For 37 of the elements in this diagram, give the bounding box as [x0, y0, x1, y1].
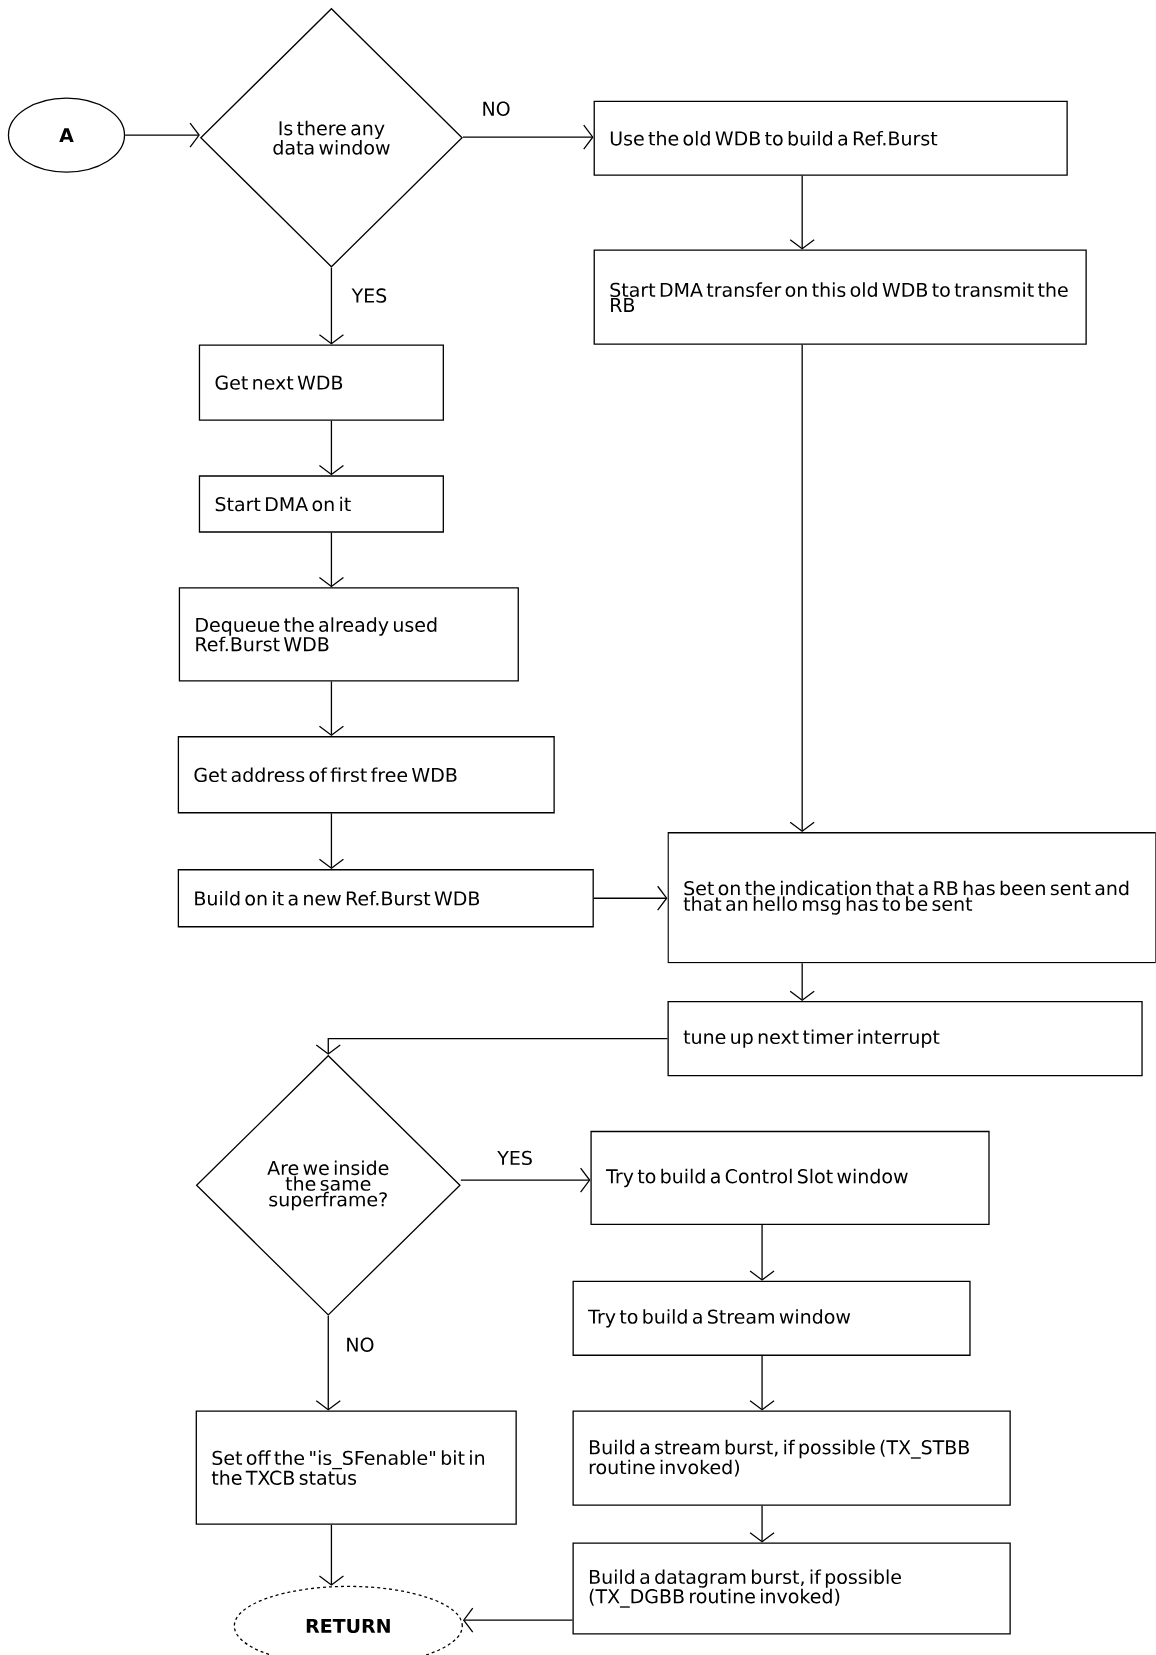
arrow	[789, 962, 815, 1002]
arrow	[463, 1607, 574, 1633]
process-box: Use the old WDB to build a Ref.Burst	[593, 100, 1068, 176]
process-box: Start DMA on it	[198, 475, 445, 533]
process-box: Get next WDB	[198, 344, 445, 421]
process-box: Try to build a Control Slot window	[590, 1130, 990, 1226]
edge-label: YES	[350, 287, 389, 304]
process-box: Get address of first free WDB	[177, 736, 555, 814]
arrow	[318, 267, 345, 345]
process-box: Build a stream burst, if possible (TX_STBB routine invoked)	[572, 1410, 1011, 1506]
arrow	[789, 175, 815, 250]
arrow	[749, 1355, 775, 1411]
arrow	[789, 344, 815, 833]
arrow	[315, 1037, 669, 1055]
process-box: Start DMA transfer on this old WDB to transmit the RB	[593, 249, 1087, 345]
process-box: Try to build a Stream window	[572, 1280, 971, 1356]
arrow	[315, 1315, 342, 1411]
arrow	[318, 1524, 345, 1586]
arrow	[124, 122, 201, 148]
process-box: Dequeue the already used Ref.Burst WDB	[178, 587, 520, 682]
arrow	[462, 124, 594, 150]
process-box: Set off the "is_SFenable" bit in the TXCB status	[195, 1410, 517, 1525]
edge-label: NO	[344, 1336, 376, 1353]
arrow	[318, 680, 345, 737]
process-box: tune up next timer interrupt	[667, 1001, 1143, 1077]
edge-label: YES	[496, 1149, 535, 1167]
arrow	[460, 1167, 591, 1193]
arrow	[318, 812, 345, 870]
arrow	[749, 1224, 775, 1281]
process-box: Build on it a new Ref.Burst WDB	[177, 869, 594, 928]
arrow	[318, 420, 345, 476]
arrow	[749, 1505, 775, 1543]
process-box: Set on the indication that a RB has been sent and that an hello msg has to be sent	[667, 832, 1156, 964]
edge-label: NO	[480, 100, 512, 117]
arrow	[593, 885, 668, 911]
process-box: Build a datagram burst, if possible (TX_DGBB routine invoked)	[572, 1542, 1011, 1635]
arrow	[318, 532, 345, 588]
